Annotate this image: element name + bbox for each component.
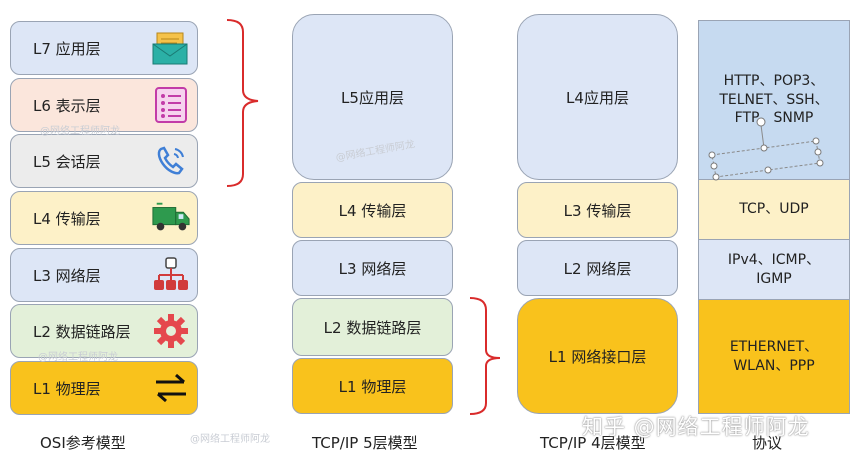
watermark: @网络工程师阿龙 — [38, 352, 118, 363]
tcpip5-layer-label: L1 物理层 — [338, 377, 407, 396]
osi-layer-7: L7 应用层 — [10, 21, 198, 75]
protocols-transport: TCP、UDP — [698, 180, 850, 240]
network-tree-icon — [151, 255, 191, 295]
tcpip4-layer-2: L2 网络层 — [517, 240, 678, 296]
zhihu-brand-watermark: 知乎 @网络工程师阿龙 — [582, 415, 810, 439]
watermark: @网络工程师阿龙 — [190, 434, 270, 445]
osi-layer-4: L4 传输层 — [10, 191, 198, 245]
tcpip4-layer-label: L4应用层 — [566, 88, 629, 107]
tcpip4-layer-label: L1 网络接口层 — [548, 347, 647, 366]
tcpip5-model-title: TCP/IP 5层模型 — [312, 434, 418, 452]
gear-icon — [151, 311, 191, 351]
delivery-truck-icon — [151, 198, 191, 238]
tcpip4-layer-label: L3 传输层 — [563, 201, 632, 220]
osi-layer-1: L1 物理层 — [10, 361, 198, 415]
upper-layers-bracket — [226, 19, 259, 187]
osi-layer-3: L3 网络层 — [10, 248, 198, 302]
tcpip5-layer-label: L2 数据链路层 — [323, 318, 422, 337]
tcpip4-layer-label: L2 网络层 — [563, 259, 632, 278]
protocols-link: ETHERNET、 WLAN、PPP — [698, 300, 850, 414]
tcpip5-layer-5: L5应用层 — [292, 14, 453, 180]
phone-icon — [151, 141, 191, 181]
tcpip5-layer-label: L4 传输层 — [338, 201, 407, 220]
tcpip4-model-title: TCP/IP 4层模型 — [540, 434, 646, 452]
osi-layer-label: L7 应用层 — [33, 39, 101, 58]
tcpip4-layer-1: L1 网络接口层 — [517, 298, 678, 414]
lower-layers-bracket — [469, 297, 501, 415]
protocols-application: HTTP、POP3、 TELNET、SSH、 FTP、SNMP — [698, 20, 850, 180]
osi-layer-label: L5 会话层 — [33, 152, 101, 171]
list-document-icon — [151, 85, 191, 125]
watermark: @网络工程师阿龙 — [40, 126, 120, 137]
exchange-arrows-icon — [151, 368, 191, 408]
protocols-title: 协议 — [752, 434, 783, 452]
tcpip4-layer-4: L4应用层 — [517, 14, 678, 180]
osi-layer-label: L6 表示层 — [33, 96, 101, 115]
tcpip5-layer-2: L2 数据链路层 — [292, 298, 453, 356]
tcpip5-layer-3: L3 网络层 — [292, 240, 453, 296]
osi-model-title: OSI参考模型 — [40, 434, 126, 452]
osi-layer-label: L4 传输层 — [33, 209, 101, 228]
envelope-icon — [151, 28, 191, 68]
osi-layer-2: L2 数据链路层 — [10, 304, 198, 358]
osi-layer-6: L6 表示层 — [10, 78, 198, 132]
osi-layer-label: L1 物理层 — [33, 379, 101, 398]
selection-handles — [708, 117, 824, 181]
tcpip5-layer-1: L1 物理层 — [292, 358, 453, 414]
osi-layer-label: L3 网络层 — [33, 266, 101, 285]
osi-layer-label: L2 数据链路层 — [33, 322, 131, 341]
protocols-network: IPv4、ICMP、 IGMP — [698, 240, 850, 300]
tcpip5-layer-label: L5应用层 — [341, 88, 404, 107]
tcpip5-layer-label: L3 网络层 — [338, 259, 407, 278]
tcpip5-layer-4: L4 传输层 — [292, 182, 453, 238]
osi-layer-5: L5 会话层 — [10, 134, 198, 188]
tcpip4-layer-3: L3 传输层 — [517, 182, 678, 238]
